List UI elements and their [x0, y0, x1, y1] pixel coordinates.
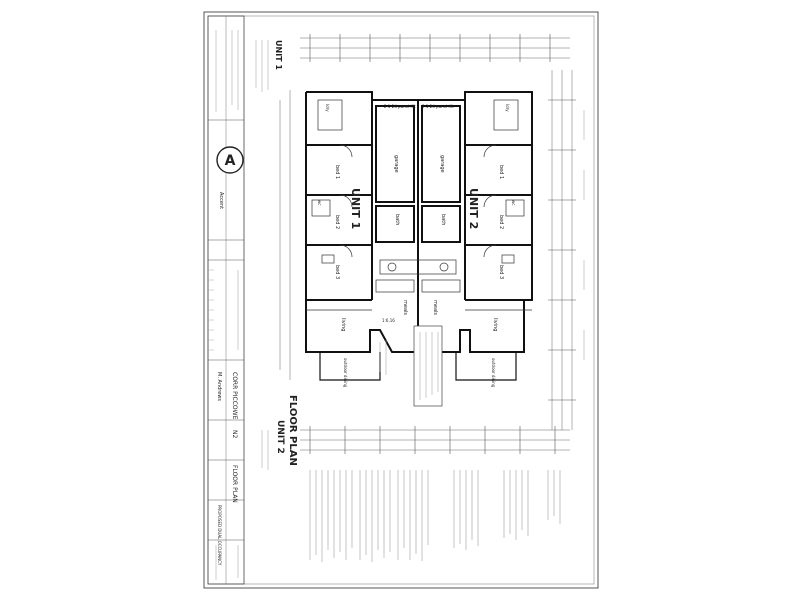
drawing-title: FLOOR PLAN: [287, 395, 298, 466]
title-block: A Accent CORR PICCOWE M. Andrews N2 FLOO…: [207, 15, 245, 585]
garage-door-dim-unit1: 2 1-24 panel lift: [384, 104, 416, 109]
title-block-client: M. Andrews: [216, 372, 222, 401]
unit-1-label-left: UNIT 1: [349, 188, 362, 229]
drawing-subtitle: UNIT 2: [275, 420, 285, 454]
living-label-unit2: living: [492, 318, 498, 331]
garage-label-unit2: garage: [439, 155, 445, 173]
title-block-sheet: N2: [231, 430, 238, 438]
room-labels: garage garage bed 1 bed 1 bed 2 bed 2 be…: [317, 104, 516, 388]
bed1-label-unit1: bed 1: [334, 165, 340, 179]
bed1-label-unit2: bed 1: [498, 165, 504, 179]
title-block-drawing: FLOOR PLAN: [231, 465, 238, 503]
title-block-company: CORR PICCOWE: [231, 372, 238, 420]
dimension-ticks: [309, 34, 576, 454]
unit-1-heading: UNIT 1: [274, 40, 283, 70]
unit-2-area-notes: [261, 430, 269, 470]
bed3-label-unit1: bed 3: [334, 265, 340, 279]
garage-label-unit1: garage: [393, 155, 399, 173]
logo-company-name: Accent: [218, 192, 224, 209]
outdoor-dining-label-unit2: outdoor dining: [491, 358, 496, 388]
outdoor-dining-label-unit1: outdoor dining: [343, 358, 348, 388]
meals-label-unit2: meals: [432, 300, 438, 315]
logo-letter: A: [225, 153, 236, 169]
living-label-unit1: living: [340, 318, 346, 331]
bed2-label-unit1: bed 2: [334, 215, 340, 229]
notes-box: [379, 325, 443, 407]
bath-label-unit1: bath: [394, 214, 400, 225]
meals-label-unit1: meals: [402, 300, 408, 315]
building-walls: [305, 91, 533, 381]
title-block-address: PROPOSED DUAL OCCUPANCY: [217, 505, 222, 566]
ldry-label-unit2: ldry: [505, 104, 510, 112]
ldry-label-unit1: ldry: [325, 104, 330, 112]
wc-label-unit2: wc: [511, 200, 516, 205]
wc-label-unit1: wc: [317, 200, 322, 205]
interior-details: [306, 99, 532, 311]
porch-dim: 1:6.16: [382, 318, 395, 323]
bath-label-unit2: bath: [440, 214, 446, 225]
garage-door-dim-unit2: 2 1-24 panel lift: [422, 104, 454, 109]
bed3-label-unit2: bed 3: [498, 265, 504, 279]
general-notes: [309, 470, 561, 562]
unit-1-area-notes: [255, 40, 269, 92]
bed2-label-unit2: bed 2: [498, 215, 504, 229]
unit-2-label-right: UNIT 2: [467, 188, 480, 229]
company-logo: A Accent: [216, 146, 244, 209]
